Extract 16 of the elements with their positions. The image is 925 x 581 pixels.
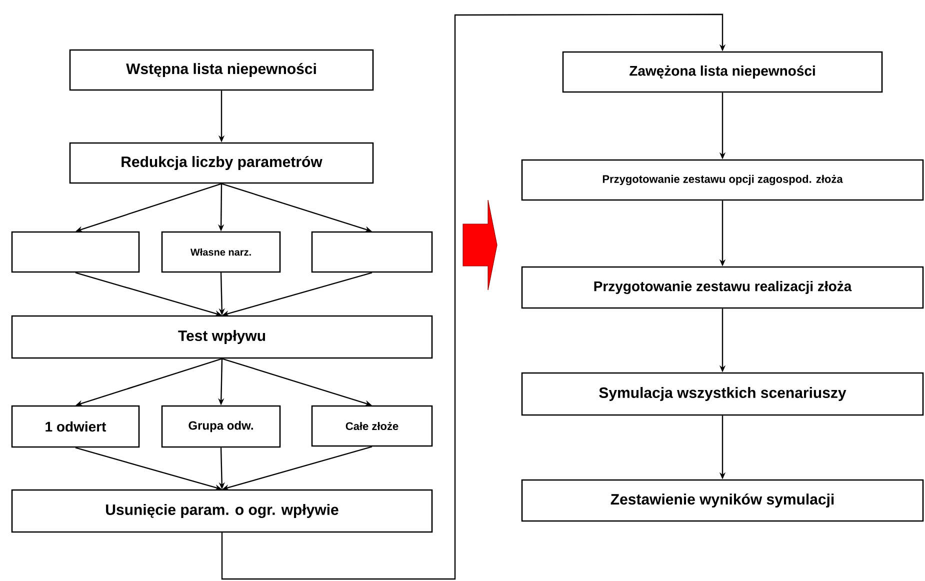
process-box: Własne narz. <box>161 231 281 273</box>
process-box: Wstępna lista niepewności <box>69 49 374 91</box>
process-box: Test wpływu <box>11 315 433 359</box>
process-box: Zestawienie wyników symulacji <box>521 479 924 522</box>
process-box: Redukcja liczby parametrów <box>69 142 374 184</box>
process-box: 1 odwiert <box>11 405 140 448</box>
process-box: Symulacja wszystkich scenariuszy <box>521 372 924 416</box>
process-box <box>311 231 433 273</box>
process-box <box>11 231 140 273</box>
process-box: Przygotowanie zestawu opcji zagospod. złoża <box>521 159 924 201</box>
process-box: Całe złoże <box>311 405 433 447</box>
arrow <box>221 14 726 580</box>
process-box: Przygotowanie zestawu realizacji złoża <box>521 266 924 309</box>
process-box: Grupa odw. <box>161 405 281 448</box>
process-box: Usunięcie param. o ogr. wpływie <box>11 489 433 533</box>
process-box: Zawężona lista niepewności <box>562 51 883 93</box>
